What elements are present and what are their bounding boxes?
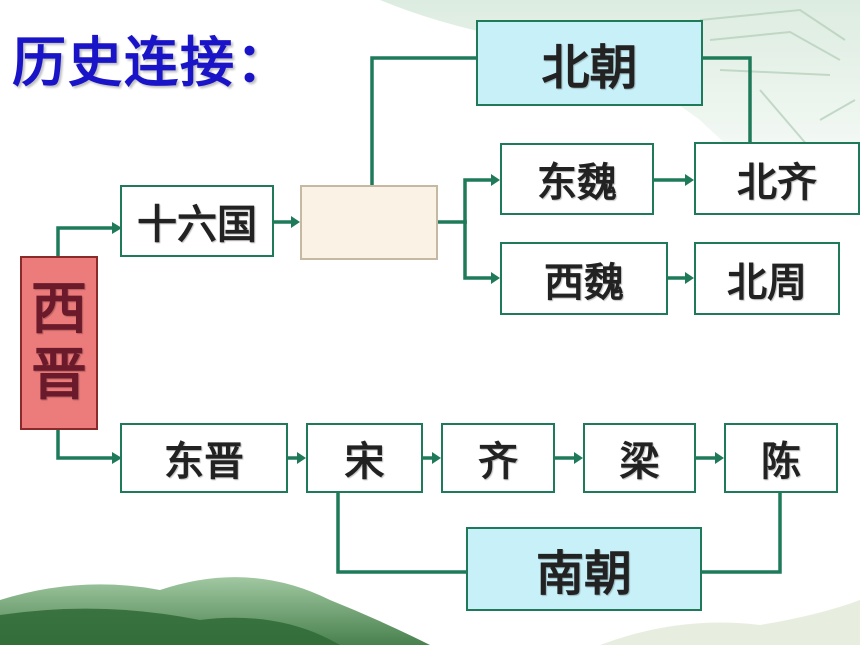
node-xijin: 西 晋 [20, 256, 98, 430]
node-dongjin: 东晋 [120, 423, 288, 493]
node-xijin-char-2: 晋 [31, 343, 87, 408]
node-nanchao: 南朝 [466, 527, 702, 611]
node-liang: 梁 [583, 423, 696, 493]
node-xijin-char-1: 西 [31, 277, 87, 342]
node-shiliuguo: 十六国 [120, 185, 274, 257]
node-beiqi: 北齐 [694, 142, 860, 215]
node-beichao: 北朝 [476, 20, 703, 106]
node-qi: 齐 [441, 423, 555, 493]
node-blank-placeholder [300, 185, 438, 260]
node-chen: 陈 [724, 423, 838, 493]
page-title: 历史连接： [12, 31, 292, 94]
node-dongwei: 东魏 [500, 143, 654, 215]
node-xiwei: 西魏 [500, 242, 668, 315]
node-song: 宋 [306, 423, 423, 493]
node-beizhou: 北周 [694, 242, 840, 315]
